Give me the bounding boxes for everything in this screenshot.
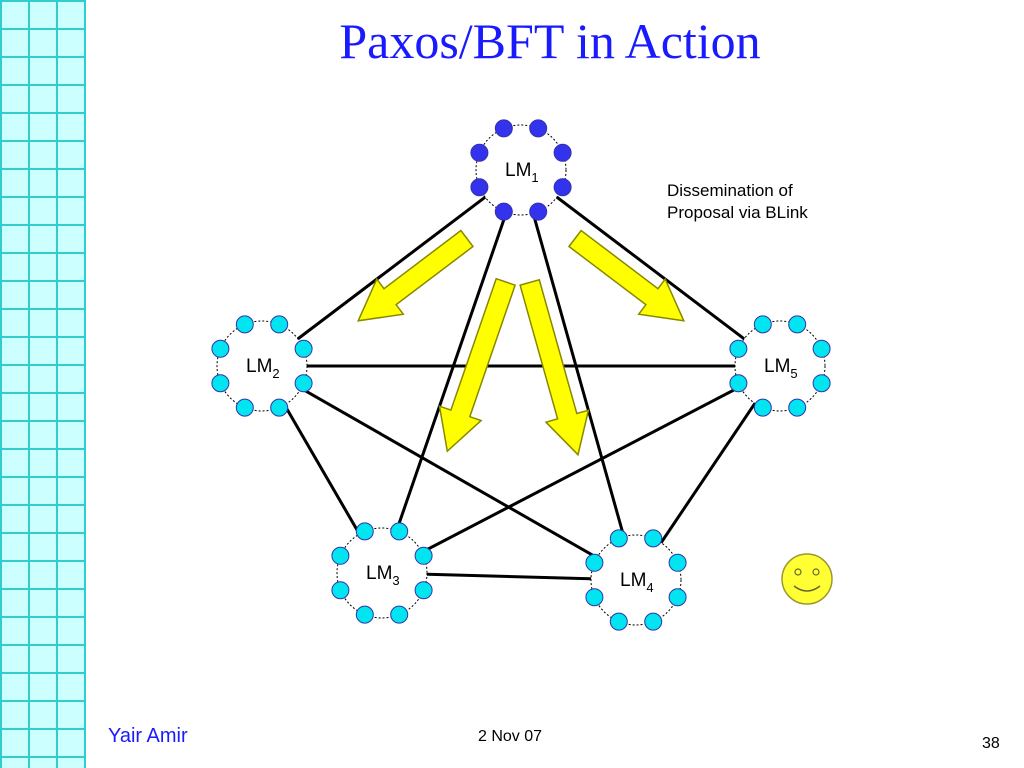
- server-dot: [494, 202, 513, 221]
- server-dot: [470, 178, 489, 197]
- edge-lm2-lm4: [261, 364, 637, 582]
- server-dot: [470, 143, 489, 162]
- server-dot: [331, 546, 350, 565]
- server-dot: [355, 522, 374, 541]
- node-lm1: LM1: [470, 119, 572, 221]
- edge-lm1-lm4: [519, 169, 638, 581]
- server-dot: [609, 529, 628, 548]
- node-label: LM5: [764, 356, 798, 381]
- page-number: 38: [982, 735, 1000, 752]
- node-ring: [734, 320, 826, 412]
- edge-lm1-lm2: [261, 168, 522, 368]
- edge-lm3-lm5: [381, 364, 781, 575]
- server-dot: [729, 339, 748, 358]
- node-label: LM2: [246, 356, 280, 381]
- annotation-line: Proposal via BLink: [667, 203, 808, 222]
- footer-date: 2 Nov 07: [478, 728, 543, 745]
- footer-author: Yair Amir: [108, 725, 188, 747]
- server-dot: [331, 581, 350, 600]
- server-dot: [211, 374, 230, 393]
- server-dot: [529, 119, 548, 138]
- server-dot: [788, 315, 807, 334]
- smiley-icon: [781, 553, 833, 605]
- node-label: LM3: [366, 563, 400, 588]
- server-dot: [270, 315, 289, 334]
- node-lm4: LM4: [585, 529, 687, 631]
- server-dot: [355, 605, 374, 624]
- node-ring: [475, 124, 567, 216]
- server-dot: [585, 553, 604, 572]
- server-dot: [644, 529, 663, 548]
- slide-title: Paxos/BFT in Action: [339, 13, 761, 69]
- server-dot: [414, 581, 433, 600]
- node-label: LM1: [505, 160, 539, 185]
- node-lm3: LM3: [331, 522, 433, 624]
- node-ring: [590, 534, 682, 626]
- server-dot: [812, 339, 831, 358]
- edge-lm1-lm5: [520, 168, 781, 368]
- server-dot: [390, 605, 409, 624]
- server-dot: [529, 202, 548, 221]
- server-dot: [788, 398, 807, 417]
- arrow-lm1-to-lm5: [567, 229, 686, 322]
- arrows-layer: [356, 229, 686, 457]
- edge-lm1-lm3: [380, 169, 523, 574]
- server-dot: [494, 119, 513, 138]
- server-dot: [609, 612, 628, 631]
- server-dot: [235, 398, 254, 417]
- grid-decoration-strip: [0, 0, 86, 768]
- arrow-lm1-to-lm2: [356, 229, 475, 322]
- server-dot: [812, 374, 831, 393]
- server-dot: [294, 374, 313, 393]
- server-dot: [235, 315, 254, 334]
- arrow-lm1-to-lm4: [519, 278, 590, 457]
- server-dot: [753, 398, 772, 417]
- server-dot: [294, 339, 313, 358]
- edges-layer: [260, 168, 782, 582]
- server-dot: [668, 553, 687, 572]
- node-ring: [216, 320, 308, 412]
- server-dot: [668, 588, 687, 607]
- node-lm2: LM2: [211, 315, 313, 417]
- arrow-lm1-to-lm3: [438, 277, 517, 453]
- server-dot: [211, 339, 230, 358]
- server-dot: [270, 398, 289, 417]
- node-ring: [336, 527, 428, 619]
- server-dot: [585, 588, 604, 607]
- server-dot: [553, 178, 572, 197]
- server-dot: [390, 522, 409, 541]
- node-lm5: LM5: [729, 315, 831, 417]
- server-dot: [553, 143, 572, 162]
- annotation-line: Dissemination of: [667, 181, 793, 200]
- server-dot: [414, 546, 433, 565]
- annotation-text: Dissemination of Proposal via BLink: [667, 180, 808, 224]
- server-dot: [729, 374, 748, 393]
- server-dot: [644, 612, 663, 631]
- node-label: LM4: [620, 570, 654, 595]
- server-dot: [753, 315, 772, 334]
